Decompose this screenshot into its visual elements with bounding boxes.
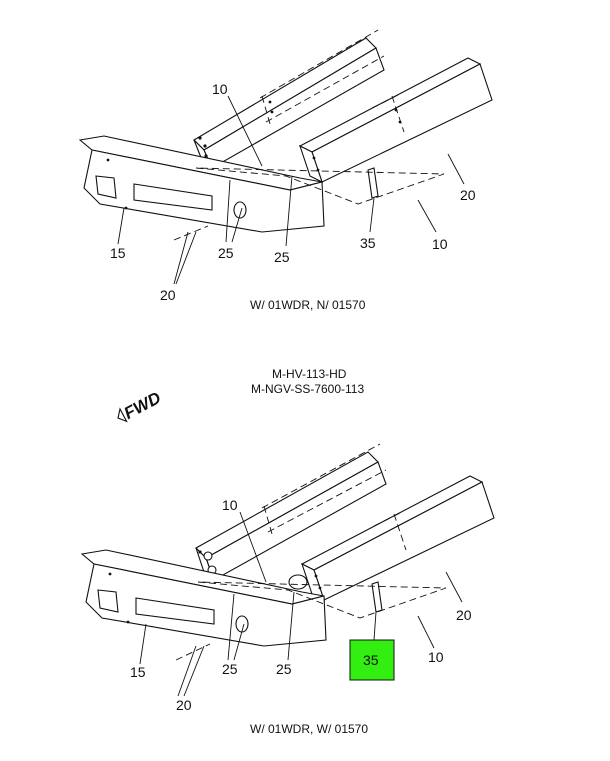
frame-rail-left xyxy=(195,443,387,582)
fwd-label: FWD xyxy=(121,388,164,423)
dash-link xyxy=(175,643,211,661)
model-line-2: M-NGV-SS-7600-113 xyxy=(251,382,364,396)
view-caption: W/ 01WDR, N/ 01570 xyxy=(250,298,366,312)
callout-10: 10 xyxy=(428,649,444,665)
callout-25: 25 xyxy=(274,249,290,265)
envelope-dash xyxy=(197,581,447,619)
callout-20: 20 xyxy=(160,287,176,303)
model-line-1: M-HV-113-HD xyxy=(272,367,347,381)
bracket-35 xyxy=(367,167,379,199)
callout-15: 15 xyxy=(130,664,146,680)
dash-link xyxy=(173,225,209,241)
highlight-box-35[interactable] xyxy=(349,639,395,681)
fwd-arrow-icon: FWD xyxy=(117,388,164,423)
callout-20: 20 xyxy=(456,607,472,623)
callout-20: 20 xyxy=(460,187,476,203)
callout-10: 10 xyxy=(212,81,228,97)
callout-35-highlighted[interactable]: 35 xyxy=(363,652,379,668)
callout-35: 35 xyxy=(360,235,376,251)
view-caption: W/ 01WDR, W/ 01570 xyxy=(250,722,368,736)
bumper xyxy=(78,135,325,233)
callout-10: 10 xyxy=(222,497,238,513)
callout-25: 25 xyxy=(222,661,238,677)
frame-rail-right xyxy=(300,475,495,602)
callout-20: 20 xyxy=(176,697,192,713)
top-assembly: 10 20 10 35 25 25 15 20 W/ 01WDR, N/ 015… xyxy=(78,29,493,312)
callout-25: 25 xyxy=(276,661,292,677)
callout-25: 25 xyxy=(218,245,234,261)
callout-15: 15 xyxy=(110,245,126,261)
bottom-assembly: 10 20 10 25 25 15 20 35 W/ 01WDR, W/ 015… xyxy=(80,443,495,736)
envelope-dash xyxy=(195,167,445,205)
frame-rail-left xyxy=(193,29,385,169)
callout-10: 10 xyxy=(432,236,448,252)
